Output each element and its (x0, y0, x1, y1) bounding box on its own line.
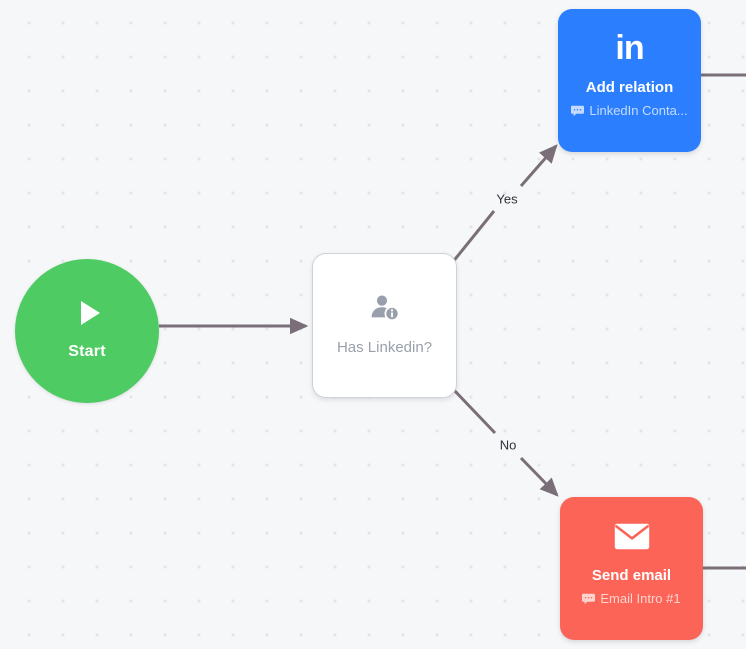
edge-label-no: No (499, 437, 517, 453)
node-add-relation[interactable]: in Add relation LinkedIn Conta... (558, 9, 701, 152)
edge-label-yes: Yes (496, 191, 518, 207)
node-add-relation-title: Add relation (585, 79, 674, 96)
chat-bubble-icon (571, 105, 585, 117)
node-start-label: Start (68, 343, 106, 360)
node-start[interactable]: Start (15, 259, 159, 403)
node-has-linkedin[interactable]: Has Linkedin? (312, 253, 457, 398)
node-send-email[interactable]: Send email Email Intro #1 (560, 497, 703, 640)
node-send-email-title: Send email (591, 567, 672, 584)
linkedin-icon: in (615, 29, 644, 67)
node-add-relation-subtitle-text: LinkedIn Conta... (589, 103, 688, 118)
play-icon (80, 301, 100, 325)
node-send-email-subtitle-text: Email Intro #1 (600, 591, 681, 606)
envelope-icon (614, 515, 650, 557)
node-send-email-subtitle: Email Intro #1 (582, 591, 681, 606)
node-add-relation-subtitle: LinkedIn Conta... (571, 103, 688, 118)
person-info-icon (370, 294, 400, 322)
node-has-linkedin-label: Has Linkedin? (336, 338, 433, 356)
chat-bubble-icon (582, 593, 596, 605)
